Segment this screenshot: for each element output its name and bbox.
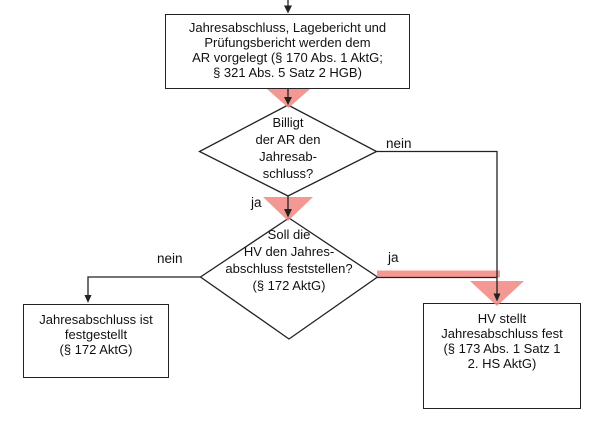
- arrowhead-down-icon: [493, 293, 501, 302]
- decision-hv-text: Soll die HV den Jahres- abschluss festst…: [225, 227, 353, 293]
- highlight-path-ja: [377, 270, 500, 278]
- start-box: Jahresabschluss, Lagebericht und Prüfung…: [165, 14, 410, 89]
- edge-label-hv-ja: ja: [388, 250, 399, 265]
- result-hv-box: HV stellt Jahresabschluss fest (§ 173 Ab…: [423, 303, 581, 409]
- arrowhead-down-icon: [84, 295, 92, 303]
- highlight-arrow-down-icon: [263, 197, 313, 221]
- arrowhead-down-icon: [284, 97, 292, 105]
- decision-ar-text: Billigt der AR den Jahresab- schluss?: [255, 115, 321, 181]
- result-hv-text: HV stellt Jahresabschluss fest (§ 173 Ab…: [441, 311, 563, 371]
- arrowhead-down-icon: [284, 5, 292, 14]
- result-festgestellt-text: Jahresabschluss ist festgestellt (§ 172 …: [39, 312, 153, 357]
- edge-label-ar-nein: nein: [386, 136, 412, 151]
- edge-hv-nein: [87, 276, 201, 296]
- arrowhead-down-icon: [284, 209, 292, 218]
- result-festgestellt-box: Jahresabschluss ist festgestellt (§ 172 …: [23, 304, 169, 378]
- start-box-text: Jahresabschluss, Lagebericht und Prüfung…: [188, 20, 387, 80]
- edge-ar-nein: [376, 150, 498, 296]
- edge-label-ar-ja: ja: [251, 195, 262, 210]
- highlight-arrow-down-icon: [267, 89, 310, 108]
- edge-label-hv-nein: nein: [157, 251, 183, 266]
